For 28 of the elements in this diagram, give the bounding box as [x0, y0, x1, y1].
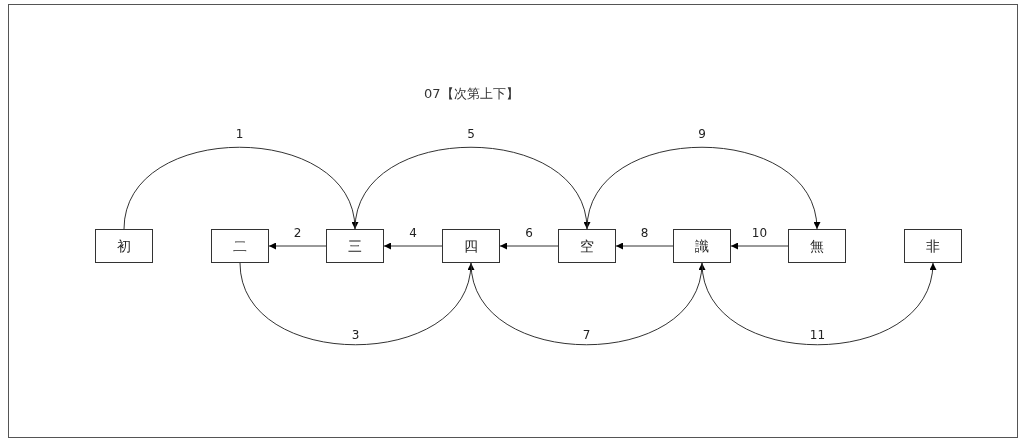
arrow — [470, 262, 705, 346]
edge-label: 8 — [638, 226, 651, 240]
edge-label: 2 — [291, 226, 304, 240]
edge-label: 6 — [523, 226, 535, 240]
edge-label: 7 — [580, 328, 593, 342]
process-box: 二 — [211, 229, 269, 263]
process-box: 初 — [95, 229, 153, 263]
arrow — [268, 242, 327, 250]
process-box: 空 — [558, 229, 616, 263]
arrow — [499, 242, 559, 250]
arrow — [730, 242, 789, 250]
arrow — [239, 262, 474, 346]
process-box: 識 — [673, 229, 731, 263]
arrow — [586, 146, 820, 230]
arrow — [383, 242, 443, 250]
process-box: 無 — [788, 229, 846, 263]
edge-label: 9 — [696, 127, 708, 141]
process-box: 四 — [442, 229, 500, 263]
edge-label: 5 — [465, 127, 477, 141]
arrow — [701, 262, 936, 346]
process-box: 非 — [904, 229, 962, 263]
edge-label: 3 — [349, 328, 362, 342]
diagram-title: 07【次第上下】 — [424, 85, 519, 103]
arrow — [354, 146, 590, 230]
arrow — [123, 146, 358, 230]
edge-label: 4 — [407, 226, 419, 240]
arrow — [615, 242, 674, 250]
process-box: 三 — [326, 229, 384, 263]
